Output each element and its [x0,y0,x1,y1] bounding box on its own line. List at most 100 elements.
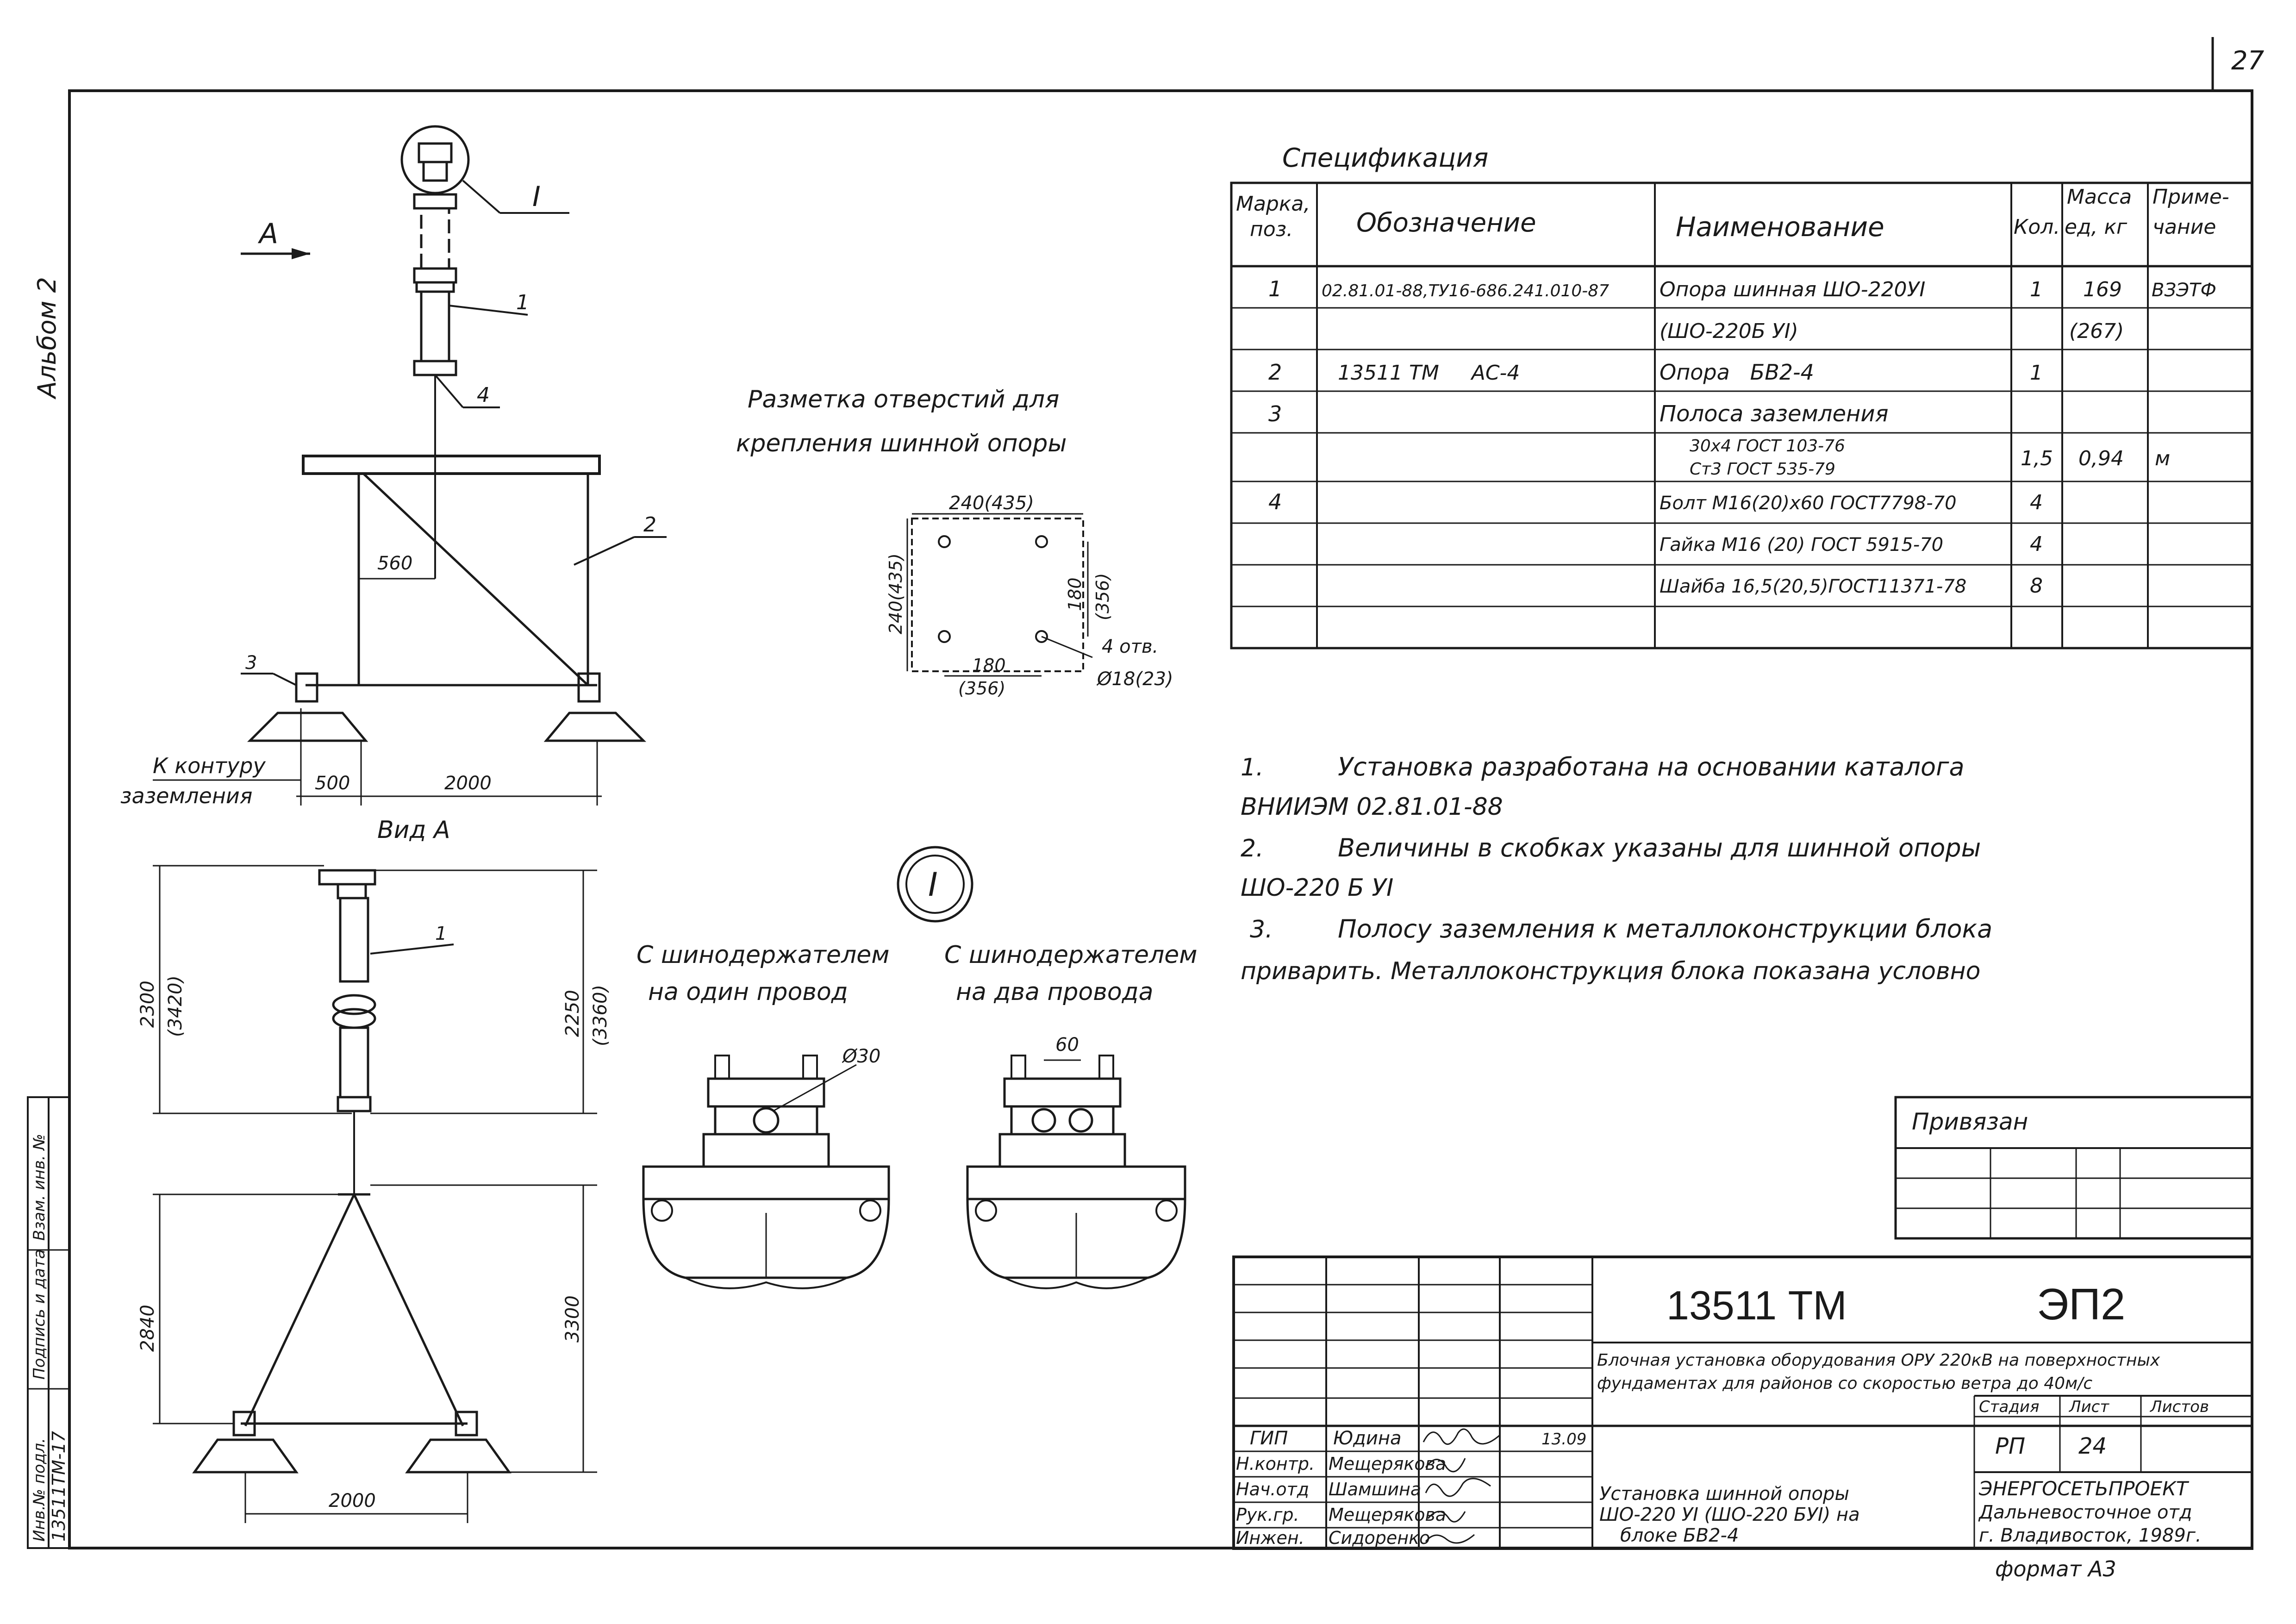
sign-date: 13.09 [1541,1430,1586,1449]
clamp-spacing: 60 [1055,1034,1079,1056]
dim-right-2: (3360) [590,985,611,1046]
sheet-frame [68,89,2253,1549]
spec-row2-mass: (267) [2069,319,2124,343]
staff-role-3: Нач.отд [1236,1479,1309,1499]
spec-row6-name: Болт М16(20)х60 ГОСТ7798-70 [1660,493,1957,514]
album-label: Альбом 2 [32,277,62,400]
dim-left-2: (3420) [165,975,186,1037]
org-3: г. Владивосток, 1989г. [1979,1525,2202,1546]
staff-role-4: Рук.гр. [1236,1505,1299,1525]
spec-row5-name2: Ст3 ГОСТ 535-79 [1690,460,1835,479]
holes-title-2: крепления шинной опоры [736,430,1067,457]
note-1-line2: ВНИИЭМ 02.81.01-88 [1241,793,1503,821]
notes: 1. Установка разработана на основании ка… [1241,752,1992,985]
dim-left: 2300 [137,981,158,1028]
project-title-1: Блочная установка оборудования ОРУ 220кВ… [1597,1351,2160,1370]
spec-row3-designation: 13511 ТМ АС-4 [1338,361,1520,385]
stage-header: Стадия [1979,1398,2039,1416]
spec-hdr-mark-2: поз. [1250,218,1293,241]
holes-bottom-dim: 180 [972,655,1006,675]
archive-number: 13511ТМ-17 [49,1431,69,1542]
spec-row1-mass: 169 [2083,278,2122,301]
ground-text-1: К контуру [153,753,266,778]
clamp-dia: Ø30 [842,1046,880,1067]
spec-row1-mark: 1 [1268,276,1282,301]
org-1: ЭНЕРГОСЕТЬПРОЕКТ [1978,1477,2190,1500]
one-wire-label-1: С шинодержателем [636,941,889,969]
staff-name-1: Юдина [1333,1428,1402,1449]
holes-left-dim: 240(435) [886,553,906,634]
spec-row7-qty: 4 [2030,532,2043,556]
sheet-code: ЭП2 [2037,1280,2125,1329]
spec-row1-qty: 1 [2030,278,2043,301]
format-label: формат А3 [1995,1556,2116,1581]
staff-name-5: Сидоренко [1329,1528,1430,1548]
view-arrow-label: А [257,218,278,250]
spec-row8-name: Шайба 16,5(20,5)ГОСТ11371-78 [1660,576,1966,597]
staff-name-2: Мещерякова [1329,1454,1446,1474]
view-a-title: Вид А [377,816,450,844]
spec-row3-name: Опора БВ2-4 [1660,360,1814,385]
bound-label: Привязан [1912,1108,2028,1135]
view-a: Вид А 1 2300 (3420) 2250 (3360) [137,816,611,1523]
spec-row8-qty: 8 [2030,574,2043,598]
holes-count: 4 отв. [1102,636,1158,657]
spec-row4-mark: 3 [1268,401,1282,426]
holes-right-dim: 180 [1065,577,1085,611]
spec-row2-name: (ШО-220Б УI) [1660,319,1798,343]
archive-col-3: Инв.№ подл. [30,1438,49,1542]
doc-number: 13511 ТМ [1666,1282,1847,1328]
leader-label-4: 4 [477,383,490,407]
org-2: Дальневосточное отд [1978,1502,2192,1523]
sheet-header: Лист [2068,1398,2109,1416]
page-number: 27 [2231,46,2265,76]
holes-right-dim-2: (356) [1092,573,1113,620]
spec-row7-name: Гайка М16 (20) ГОСТ 5915-70 [1660,534,1943,556]
leader-label-1: 1 [516,291,529,314]
note-2-line2: ШО-220 Б УI [1241,874,1393,902]
spec-hdr-note-1: Приме- [2152,185,2229,209]
dim-lower-left: 2840 [137,1305,158,1352]
dim-lower: 3300 [562,1295,583,1343]
detail-i: I С шинодержателем на один провод С шино… [636,846,1197,1289]
view-a-label-1: 1 [435,923,447,944]
spec-row1-note: ВЗЭТФ [2152,280,2216,301]
spec-table: Спецификация Марка, поз. Обозначение Наи… [1230,143,2253,650]
stage-value: РП [1995,1433,2025,1459]
spec-row3-qty: 1 [2030,361,2043,385]
signatures [1423,1428,1500,1544]
spec-hdr-note-2: чание [2152,215,2216,239]
title-block: 13511 ТМ ЭП2 Блочная установка оборудова… [1232,1255,2253,1581]
drawing-title-1: Установка шинной опоры [1599,1483,1849,1505]
spec-row6-qty: 4 [2030,491,2043,514]
project-title-2: фундаментах для районов со скоростью вет… [1597,1374,2092,1393]
spec-hdr-mass-1: Масса [2067,185,2132,209]
leader-label-2: 2 [643,513,656,537]
spec-row5-qty: 1,5 [2021,447,2053,470]
spec-row1-name: Опора шинная ШО-220УI [1660,278,1925,301]
sheets-header: Листов [2149,1398,2209,1416]
spec-row3-mark: 2 [1268,360,1282,385]
detail-marker: I [928,866,938,904]
staff-role-2: Н.контр. [1236,1454,1315,1474]
spec-row4-name: Полоса заземления [1660,401,1888,427]
note-1-num: 1. [1241,754,1264,781]
bound-block: Привязан [1894,1096,2253,1240]
spec-row1-designation: 02.81.01-88,ТУ16-686.241.010-87 [1322,281,1609,300]
spec-hdr-mass-2: ед, кг [2065,215,2128,239]
drawing-title-3: блоке БВ2-4 [1620,1525,1739,1546]
note-3-line2: приварить. Металлоконструкция блока пока… [1241,957,1981,985]
staff-role-5: Инжен. [1236,1528,1304,1548]
dim-base-left: 500 [315,773,350,794]
staff-role-1: ГИП [1250,1428,1288,1449]
sheet-value: 24 [2078,1433,2107,1459]
leader-label-3: 3 [245,652,257,674]
note-1-line1: Установка разработана на основании катал… [1338,752,1965,781]
spec-title: Спецификация [1282,143,1488,173]
holes-title-1: Разметка отверстий для [748,386,1059,413]
dim-right: 2250 [562,990,583,1037]
note-3-line1: Полосу заземления к металлоконструкции б… [1338,914,1992,943]
holes-top-dim: 240(435) [949,493,1034,514]
ground-text-2: заземления [120,783,252,808]
drawing-title-2: ШО-220 УI (ШО-220 БУI) на [1599,1504,1860,1525]
